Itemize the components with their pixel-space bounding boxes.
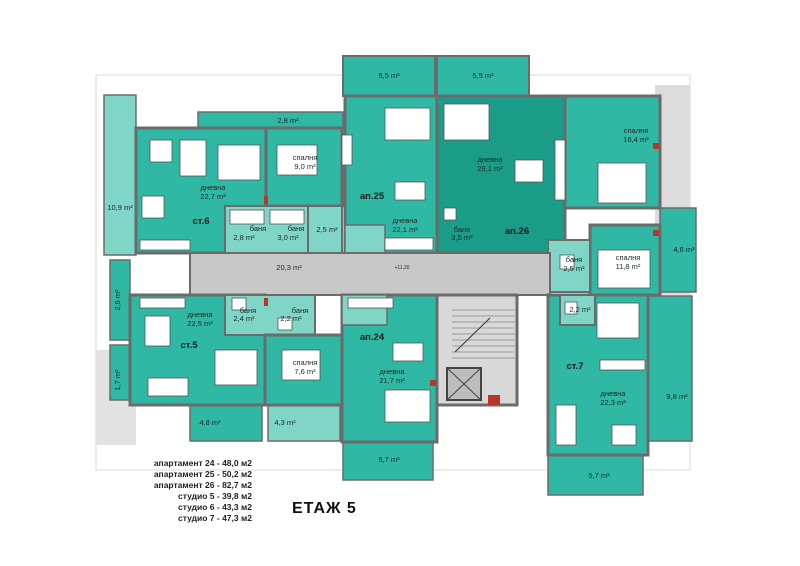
balcony-top-right xyxy=(436,55,530,97)
corridor-area: 20,3 m² xyxy=(276,263,302,272)
label-5-5-right: 5,5 m² xyxy=(472,71,494,80)
st5-dnevna: дневна xyxy=(188,310,214,319)
st5-bania1-area: 2,4 m² xyxy=(233,314,255,323)
label-2-5: 2,5 m² xyxy=(316,225,338,234)
ap26-spalnia1-area: 16,4 m² xyxy=(623,135,649,144)
st7-dnevna-area: 22,3 m² xyxy=(600,398,626,407)
ap26-spalnia1: спалня xyxy=(624,126,649,135)
legend-row: студио 5 - 39,8 м2 xyxy=(178,491,252,501)
ap25-title: ап.25 xyxy=(360,191,385,202)
label-4-8: 4,8 m² xyxy=(199,418,221,427)
legend-row: студио 6 - 43,3 м2 xyxy=(178,502,252,512)
label-10-9: 10,9 m² xyxy=(107,203,133,212)
floor-title: ЕТАЖ 5 xyxy=(292,500,357,517)
ap26-bania: баня xyxy=(566,255,583,264)
legend-row: апартамент 24 - 48,0 м2 xyxy=(153,458,252,468)
bath-fixtures xyxy=(229,207,578,331)
balcony-right-top xyxy=(659,207,697,293)
st6-bania2: баня xyxy=(288,224,305,233)
elevator-cross-2 xyxy=(446,367,482,401)
stair-steps xyxy=(452,309,515,359)
accent-marks xyxy=(264,143,659,386)
legend-row: студио 7 - 47,3 м2 xyxy=(178,513,252,523)
shaft-hatch xyxy=(488,395,500,405)
st6-spalnia: спалня xyxy=(293,153,318,162)
beds xyxy=(214,144,651,386)
balcony-top-left-strip xyxy=(197,111,344,129)
st6-bania1-area: 2,8 m² xyxy=(233,233,255,242)
label-5-5-left: 5,5 m² xyxy=(378,71,400,80)
st5-spalnia: спалня xyxy=(293,358,318,367)
st6-bania1: баня xyxy=(250,224,267,233)
balcony-top-left xyxy=(342,55,436,97)
st6-dnevna: дневна xyxy=(201,183,227,192)
st5-bania2-area: 2,2 m² xyxy=(280,314,302,323)
common-corridor xyxy=(189,252,551,296)
stair-arrow xyxy=(454,317,491,353)
legend-row: апартамент 25 - 50,2 м2 xyxy=(153,469,252,479)
ap26-title: ап.26 xyxy=(505,226,529,237)
label-1-7: 1,7 m² xyxy=(113,369,122,391)
st5-dnevna-area: 22,5 m² xyxy=(187,319,213,328)
label-4-6: 4,6 m² xyxy=(673,245,695,254)
label-2-6: 2,6 m² xyxy=(113,289,122,311)
st6-dnevna-area: 22,7 m² xyxy=(200,192,226,201)
balcony-bottom-3 xyxy=(342,441,434,481)
st5-title: ст.5 xyxy=(180,340,198,351)
ap25-dnevna-area: 22,1 m² xyxy=(392,225,418,234)
st7-title: ст.7 xyxy=(566,361,583,372)
kitchen-counters xyxy=(139,134,646,371)
balcony-bottom-1 xyxy=(189,404,263,442)
st5-bania1: баня xyxy=(240,306,257,315)
label-2-8-top: 2,8 m² xyxy=(277,116,299,125)
st6-bania2-area: 3,0 m² xyxy=(277,233,299,242)
studio-6-hall xyxy=(307,205,343,254)
ap26-bania-area: 2,5 m² xyxy=(563,264,585,273)
ap26-dnevna-area: 29,1 m² xyxy=(477,164,503,173)
st5-bania2: баня xyxy=(292,306,309,315)
label-5-7-mid: 5,7 m² xyxy=(378,455,400,464)
st6-title: ст.6 xyxy=(192,216,209,227)
dining-tables xyxy=(141,159,637,446)
sofas xyxy=(144,103,577,446)
legend-row: апартамент 26 - 82,7 м2 xyxy=(153,480,252,490)
apt-25-entry xyxy=(344,224,386,254)
ap26-spalnia2-area: 11,8 m² xyxy=(616,262,641,271)
st5-spalnia-area: 7,6 m² xyxy=(294,367,316,376)
ap24-dnevna-area: 21,7 m² xyxy=(379,376,405,385)
balcony-left-top xyxy=(103,94,137,256)
ap26-spalnia2: спалня xyxy=(616,253,641,262)
balcony-right-bottom xyxy=(647,295,693,442)
label-9-8: 9,8 m² xyxy=(666,392,688,401)
ap25-bania: баня xyxy=(454,225,471,234)
ap25-bania-area: 3,5 m² xyxy=(451,233,473,242)
ap26-dnevna: дневна xyxy=(478,155,504,164)
area-legend: апартамент 24 - 48,0 м2 апартамент 25 - … xyxy=(140,458,252,524)
label-5-7-right: 5,7 m² xyxy=(588,471,610,480)
st6-spalnia-area: 9,0 m² xyxy=(294,162,316,171)
ap24-dnevna: дневна xyxy=(380,367,406,376)
level-mark: +11,20 xyxy=(394,265,409,271)
st7-dnevna: дневна xyxy=(601,389,627,398)
ap24-title: ап.24 xyxy=(360,332,385,343)
label-4-3: 4,3 m² xyxy=(274,418,296,427)
ap25-dnevna: дневна xyxy=(393,216,419,225)
st7-bania-area: 2,2 m² xyxy=(569,305,591,314)
